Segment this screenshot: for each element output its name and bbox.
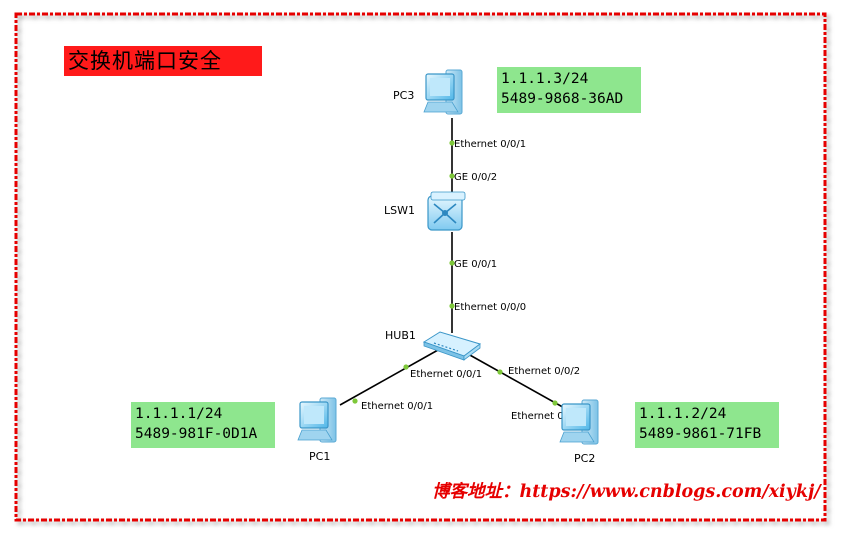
- port-dot: [552, 400, 558, 406]
- port-dot: [497, 369, 503, 375]
- pc2-address-box: 1.1.1.2/24 5489-9861-71FB: [635, 402, 779, 448]
- port-dot: [449, 260, 455, 266]
- port-label-hub1-eth1: Ethernet 0/0/1: [410, 369, 482, 380]
- pc-icon: [297, 397, 337, 443]
- pc2-label: PC2: [574, 452, 595, 465]
- pc3-address-box: 1.1.1.3/24 5489-9868-36AD: [497, 67, 641, 113]
- port-label-hub1-eth0: Ethernet 0/0/0: [454, 302, 526, 313]
- pc3-label: PC3: [393, 89, 414, 102]
- port-label-lsw1-ge2: GE 0/0/2: [454, 172, 497, 183]
- link-hub1-pc1: [339, 349, 439, 406]
- pc1-label: PC1: [309, 450, 330, 463]
- pc2-device[interactable]: [559, 399, 599, 445]
- pc-icon: [559, 399, 599, 445]
- port-label-hub1-eth2: Ethernet 0/0/2: [508, 366, 580, 377]
- diagram-border: [14, 12, 827, 522]
- pc2-ip: 1.1.1.2/24: [639, 406, 727, 422]
- switch-icon: [427, 191, 466, 231]
- lsw1-label: LSW1: [384, 204, 415, 217]
- hub1-device[interactable]: [422, 331, 482, 361]
- blog-url[interactable]: 博客地址：https://www.cnblogs.com/xiykj/: [432, 482, 821, 502]
- hub-icon: [422, 331, 482, 361]
- port-dot: [352, 398, 358, 404]
- pc1-address-box: 1.1.1.1/24 5489-981F-0D1A: [131, 402, 275, 448]
- diagram-title: 交换机端口安全: [64, 46, 262, 76]
- pc2-mac: 5489-9861-71FB: [639, 426, 762, 442]
- pc1-device[interactable]: [297, 397, 337, 443]
- port-label-pc3-eth: Ethernet 0/0/1: [454, 139, 526, 150]
- lsw1-device[interactable]: [427, 191, 466, 231]
- port-dot: [449, 140, 455, 146]
- port-dot: [449, 303, 455, 309]
- pc3-device[interactable]: [423, 69, 463, 115]
- port-label-lsw1-ge1: GE 0/0/1: [454, 259, 497, 270]
- port-dot: [403, 364, 409, 370]
- pc1-ip: 1.1.1.1/24: [135, 406, 223, 422]
- pc3-ip: 1.1.1.3/24: [501, 71, 589, 87]
- port-label-pc1-eth: Ethernet 0/0/1: [361, 401, 433, 412]
- port-dot: [449, 173, 455, 179]
- hub1-label: HUB1: [385, 329, 416, 342]
- pc1-mac: 5489-981F-0D1A: [135, 426, 258, 442]
- pc-icon: [423, 69, 463, 115]
- port-label-pc2-eth: Ethernet 0/0/1: [511, 411, 583, 422]
- pc3-mac: 5489-9868-36AD: [501, 91, 624, 107]
- link-hub1-pc2: [467, 353, 569, 411]
